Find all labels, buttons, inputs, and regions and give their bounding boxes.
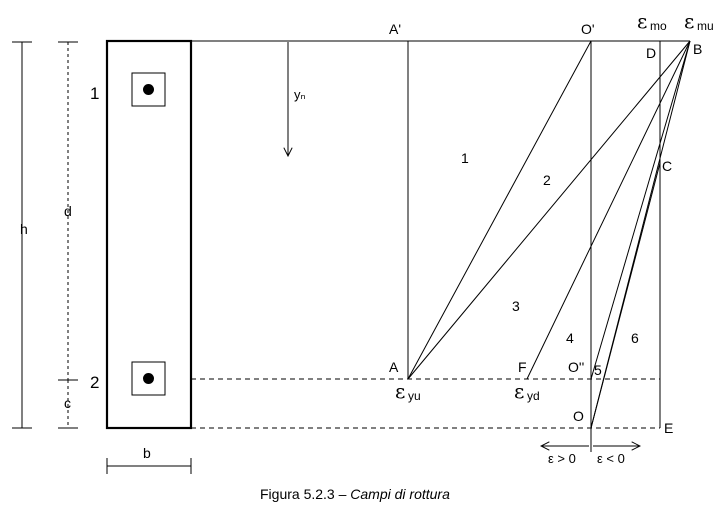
field-5: 5 bbox=[594, 362, 602, 378]
strain-lines bbox=[407, 40, 691, 429]
yn-label: yₙ bbox=[294, 87, 306, 102]
point-C: C bbox=[662, 158, 672, 174]
strain-eps-mo: ε mo bbox=[637, 9, 667, 33]
caption-prefix: Figura 5.2.3 – bbox=[260, 486, 350, 502]
line-A-Oprime bbox=[407, 40, 592, 380]
field-2: 2 bbox=[543, 172, 551, 188]
point-F: F bbox=[518, 359, 527, 375]
field-1: 1 bbox=[461, 150, 469, 166]
point-O-prime: O' bbox=[581, 21, 595, 37]
sign-convention: ε > 0 ε < 0 bbox=[541, 446, 640, 466]
point-D: D bbox=[646, 45, 656, 61]
dimension-h: h bbox=[12, 41, 32, 429]
line-F-B bbox=[526, 40, 691, 380]
point-E: E bbox=[664, 420, 673, 436]
neutral-axis-arrow: yₙ bbox=[288, 42, 306, 156]
point-B: B bbox=[693, 41, 702, 57]
svg-text:ε: ε bbox=[684, 9, 694, 33]
svg-text:ε: ε bbox=[514, 379, 524, 403]
figure-caption: Figura 5.2.3 – Campi di rottura bbox=[260, 486, 450, 502]
bar-label-1: 1 bbox=[90, 84, 99, 103]
sign-positive: ε > 0 bbox=[548, 451, 576, 466]
dimension-b: b bbox=[106, 445, 192, 474]
svg-text:yd: yd bbox=[527, 389, 540, 403]
sign-negative: ε < 0 bbox=[597, 451, 625, 466]
rebar-top-box bbox=[131, 72, 166, 107]
svg-text:mo: mo bbox=[650, 19, 667, 33]
dimension-c: c bbox=[58, 380, 78, 429]
dimension-d-label: d bbox=[64, 203, 72, 219]
line-Osecond-B bbox=[590, 40, 691, 380]
line-O-C bbox=[590, 162, 661, 429]
rebar-bottom-box bbox=[131, 361, 166, 396]
field-4: 4 bbox=[566, 330, 574, 346]
point-A: A bbox=[389, 359, 399, 375]
point-A-prime: A' bbox=[389, 21, 401, 37]
field-6: 6 bbox=[631, 330, 639, 346]
strain-eps-yd: ε yd bbox=[514, 379, 540, 403]
point-O: O bbox=[573, 408, 584, 424]
svg-text:ε: ε bbox=[637, 9, 647, 33]
strain-eps-yu: ε yu bbox=[395, 379, 421, 403]
dimension-b-label: b bbox=[143, 445, 151, 461]
bar-label-2: 2 bbox=[90, 373, 99, 392]
svg-text:mu: mu bbox=[697, 19, 714, 33]
rebar-bottom bbox=[143, 373, 154, 384]
line-A-B bbox=[407, 40, 691, 380]
strain-eps-mu: ε mu bbox=[684, 9, 714, 33]
svg-text:ε: ε bbox=[395, 379, 405, 403]
beam-section: 1 2 bbox=[90, 39, 193, 430]
dimension-d: d bbox=[58, 41, 78, 381]
point-O-second: O'' bbox=[568, 359, 584, 375]
svg-text:yu: yu bbox=[408, 389, 421, 403]
field-3: 3 bbox=[512, 298, 520, 314]
rebar-top bbox=[143, 84, 154, 95]
dimension-c-label: c bbox=[64, 395, 71, 411]
caption-title: Campi di rottura bbox=[350, 486, 450, 502]
dimension-h-label: h bbox=[20, 221, 28, 237]
